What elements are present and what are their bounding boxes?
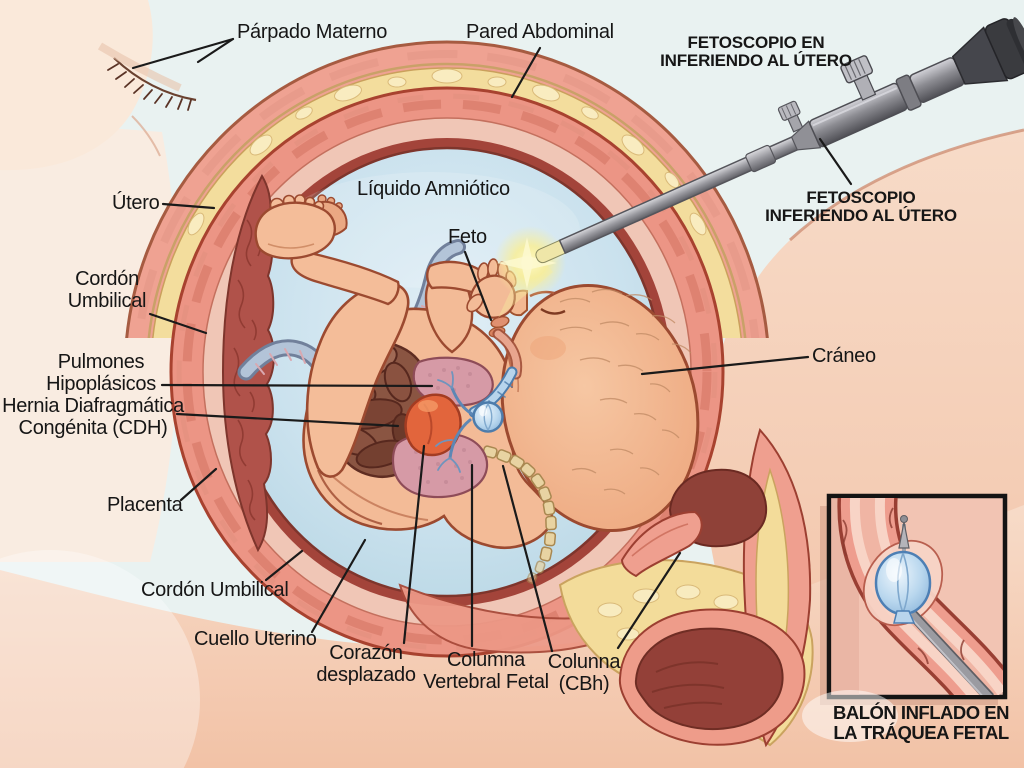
inflated-balloon [874, 550, 932, 616]
inset-balloon-box [802, 493, 1008, 742]
fetal-vertebrae [482, 445, 557, 584]
label-corazon-desplazado: Corazón desplazado [316, 642, 416, 686]
label-cuello-uterino: Cuello Uterino [194, 628, 317, 650]
fetoscope [535, 17, 1024, 264]
label-utero: Útero [112, 192, 160, 214]
mother-face [0, 0, 197, 171]
label-pared-abdominal: Pared Abdominal [466, 21, 614, 43]
label-cordon-umbilical-left: Cordón Umbilical [67, 268, 147, 312]
label-liquido-amniotico: Líquido Amniótico [357, 178, 510, 200]
pelvic-region [398, 428, 814, 748]
scope-eyepiece [951, 26, 1009, 85]
shin [290, 250, 400, 306]
label-placenta: Placenta [107, 494, 183, 516]
scope-top-knob [840, 55, 874, 84]
fetal-head [488, 283, 700, 533]
leader-lines [131, 37, 853, 653]
label-cordon-umbilical-bottom: Cordón Umbilical [141, 579, 289, 601]
fetal-legs [254, 194, 410, 478]
label-hernia-cdh: Hernia Diafragmática Congénita (CDH) [2, 395, 184, 439]
label-columna-vertebral-fetal: Columna Vertebral Fetal [423, 649, 549, 693]
label-craneo: Cráneo [812, 345, 876, 367]
eyelashes [107, 63, 192, 111]
eyelid-line [113, 57, 197, 102]
label-fetoscopio-top: FETOSCOPIO EN INFERIENDO AL ÚTERO [660, 33, 852, 71]
label-parpado-materno: Párpado Materno [237, 21, 388, 43]
label-colunna-cbh: Colunna (CBh) [547, 651, 621, 695]
foot-front [254, 194, 336, 260]
closed-eye [540, 307, 566, 315]
label-inset-caption: BALÓN INFLADO EN LA TRÁQUEA FETAL [833, 702, 1009, 743]
scope-light [494, 226, 566, 318]
pelvic-cavity-lower [618, 608, 806, 746]
fat-lobules [187, 68, 707, 236]
fetal-arm [424, 258, 517, 354]
thigh [305, 281, 410, 478]
cervical-fold [620, 510, 703, 578]
head-hair [559, 288, 692, 495]
label-fetoscopio-right: FETOSCOPIO INFERIENDO AL ÚTERO [765, 188, 957, 226]
tracheal-balloon [472, 401, 504, 433]
label-pulmones-hipoplasicos: Pulmones Hipoplásicos [46, 351, 156, 395]
fetus [254, 194, 700, 584]
label-feto: Feto [448, 226, 487, 248]
catheter-shaft [909, 611, 993, 695]
catheter-tip [898, 521, 910, 549]
